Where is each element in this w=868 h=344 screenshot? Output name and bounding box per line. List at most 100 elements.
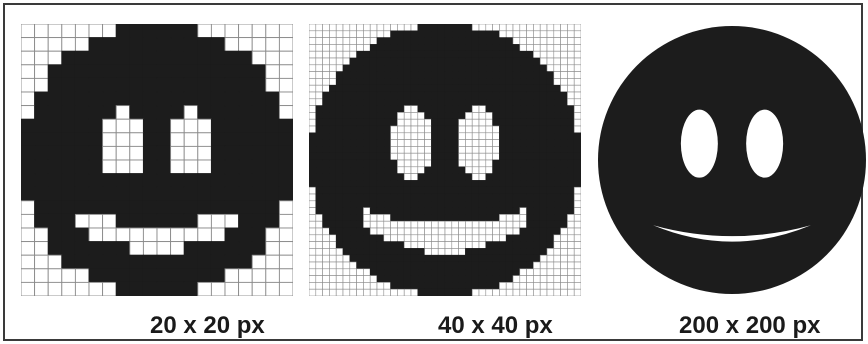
pixel-cell [513,262,520,269]
pixel-cell [425,174,432,181]
pixel-cell [438,99,445,106]
pixel-cell [554,201,561,208]
pixel-cell [171,201,185,215]
pixel-cell [411,92,418,99]
pixel-cell [411,289,418,296]
pixel-cell [493,58,500,65]
pixel-cell [459,235,466,242]
pixel-cell [513,58,520,65]
pixel-cell [499,255,506,262]
pixel-cell [350,72,357,79]
pixel-cell [465,58,472,65]
pixel-cell [35,133,49,147]
pixel-cell [438,255,445,262]
pixel-cell [279,146,293,160]
pixel-cell [384,187,391,194]
pixel-cell [48,174,62,188]
pixel-cell [567,78,574,85]
pixel-cell [397,235,404,242]
pixel-cell [377,119,384,126]
pixel-cell [370,289,377,296]
pixel-cell [533,208,540,215]
pixel-cell [198,92,212,106]
pixel-cell [198,228,212,242]
pixel-cell [493,78,500,85]
pixel-cell [377,276,384,283]
pixel-cell [329,72,336,79]
pixel-cell [418,235,425,242]
pixel-cell [527,78,534,85]
pixel-cell [309,221,316,228]
pixel-cell [418,58,425,65]
pixel-cell [316,167,323,174]
pixel-cell [157,24,171,38]
pixel-cell [527,242,534,249]
pixel-cell [350,38,357,45]
pixel-cell [465,167,472,174]
pixel-cell [486,140,493,147]
pixel-cell [472,187,479,194]
pixel-cell [323,44,330,51]
pixel-cell [567,146,574,153]
pixel-cell [323,51,330,58]
pixel-cell [567,58,574,65]
pixel-cell [336,194,343,201]
pixel-cell [520,289,527,296]
pixel-cell [527,65,534,72]
pixel-cell [445,276,452,283]
pixel-cell [397,228,404,235]
pixel-cell [343,92,350,99]
pixel-cell [225,38,239,52]
pixel-cell [561,214,568,221]
pixel-cell [357,160,364,167]
pixel-cell [547,140,554,147]
pixel-cell [329,235,336,242]
pixel-cell [411,228,418,235]
pixel-cell [370,72,377,79]
pixel-cell [357,85,364,92]
pixel-cell [370,208,377,215]
pixel-cell [533,262,540,269]
pixel-cell [533,24,540,31]
pixel-cell [527,160,534,167]
pixel-cell [574,167,581,174]
pixel-cell [499,282,506,289]
pixel-cell [21,78,35,92]
pixel-cell [479,38,486,45]
pixel-cell [384,276,391,283]
pixel-cell [357,133,364,140]
pixel-cell [404,99,411,106]
pixel-cell [62,38,76,52]
pixel-cell [513,119,520,126]
pixel-cell [211,92,225,106]
pixel-cell [350,269,357,276]
pixel-cell [75,228,89,242]
pixel-cell [397,221,404,228]
pixel-cell [567,92,574,99]
pixel-cell [370,146,377,153]
pixel-cell [520,85,527,92]
pixel-cell [438,44,445,51]
pixel-cell [567,194,574,201]
pixel-cell [184,174,198,188]
pixel-cell [411,72,418,79]
pixel-cell [316,269,323,276]
pixel-cell [384,140,391,147]
pixel-cell [479,160,486,167]
pixel-cell [520,180,527,187]
pixel-cell [316,126,323,133]
pixel-cell [184,106,198,120]
pixel-cell [309,174,316,181]
pixel-cell [445,24,452,31]
pixel-cell [425,72,432,79]
pixel-cell [425,187,432,194]
pixel-cell [493,51,500,58]
pixel-cell [343,58,350,65]
pixel-cell [323,38,330,45]
pixel-cell [554,242,561,249]
pixel-cell [279,282,293,296]
pixel-cell [547,221,554,228]
pixel-cell [48,201,62,215]
pixel-cell [574,242,581,249]
pixel-cell [567,44,574,51]
